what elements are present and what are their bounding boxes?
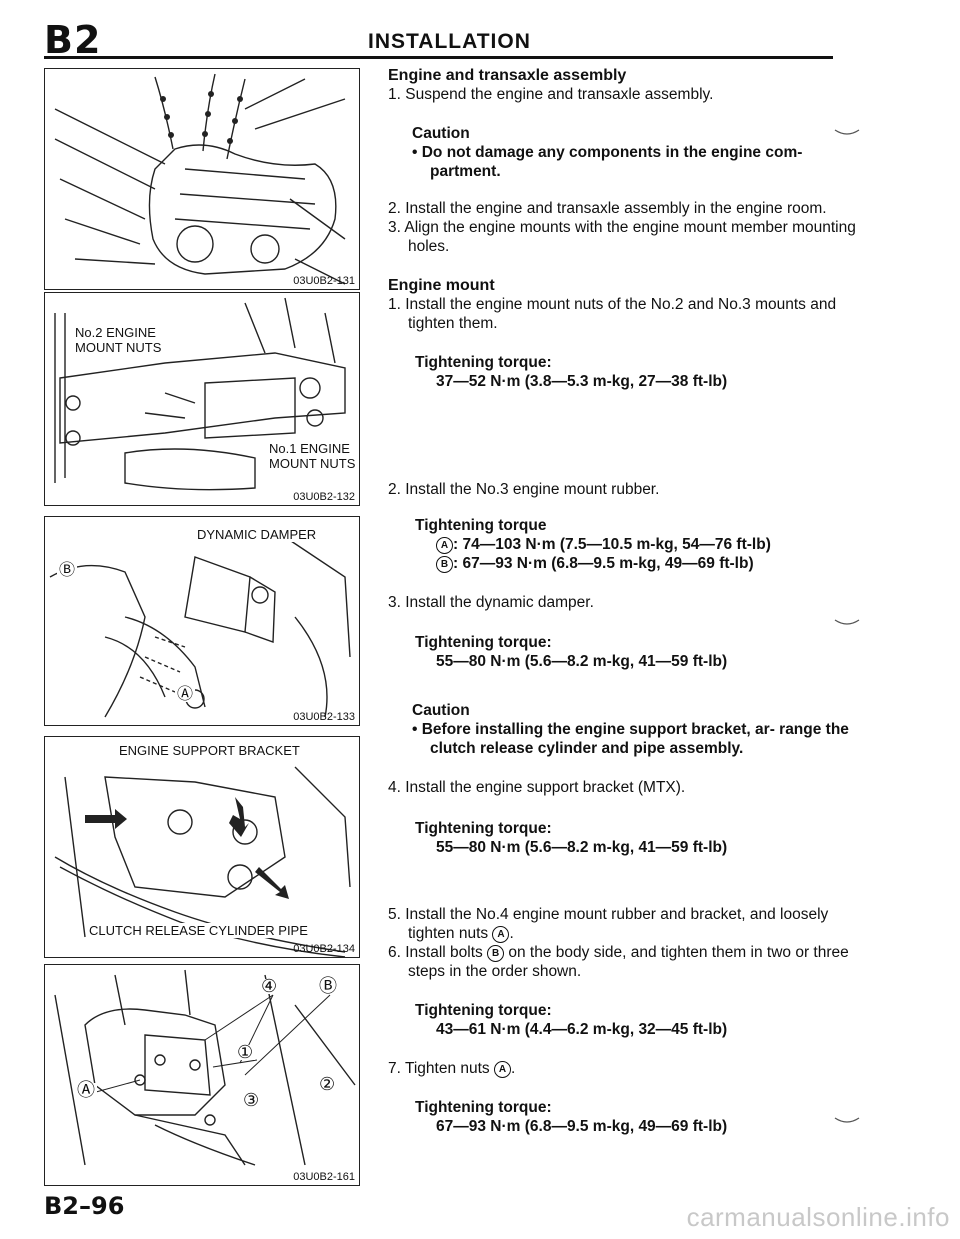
mark-a: A bbox=[436, 537, 453, 554]
step-7-tighten-nuts: 7. Tighten nuts A. bbox=[388, 1059, 856, 1078]
torque-heading: Tightening torque: bbox=[415, 354, 552, 371]
figure-engine-mount-nuts: No.2 ENGINE MOUNT NUTS No.1 ENGINE MOUNT… bbox=[44, 292, 360, 506]
heading-engine-transaxle: Engine and transaxle assembly bbox=[388, 67, 627, 84]
mark-a: A bbox=[492, 926, 510, 943]
step-6-end: on the body side, and tighten them in tw… bbox=[408, 944, 849, 980]
step-6-install-bolts: 6. Install bolts B on the body side, and… bbox=[388, 943, 856, 981]
figure-engine-support-bracket: ENGINE SUPPORT BRACKET CLUTCH RELEASE CY… bbox=[44, 736, 360, 958]
figure-code: 03U0B2-133 bbox=[293, 711, 355, 723]
mark-b: B bbox=[436, 556, 453, 573]
torque-value: 55—80 N·m (5.6—8.2 m-kg, 41—59 ft-lb) bbox=[436, 653, 728, 670]
callout-dynamic-damper: DYNAMIC DAMPER bbox=[195, 527, 319, 542]
support-bracket-illustration bbox=[54, 766, 351, 957]
torque-value: 37—52 N·m (3.8—5.3 m-kg, 27—38 ft-lb) bbox=[436, 373, 728, 390]
torque-heading: Tightening torque: bbox=[415, 1002, 552, 1019]
callout-1: ① bbox=[235, 1042, 256, 1062]
heading-engine-mount: Engine mount bbox=[388, 277, 495, 294]
tightening-order-illustration bbox=[54, 969, 356, 1166]
step-1-suspend: 1. Suspend the engine and transaxle asse… bbox=[388, 86, 714, 103]
engine-mount-illustration bbox=[54, 297, 346, 491]
caution-heading: Caution bbox=[412, 125, 470, 142]
caution-body: Do not damage any components in the engi… bbox=[421, 144, 803, 180]
header-rule bbox=[44, 56, 833, 59]
callout-no2-engine-mount-nuts: No.2 ENGINE MOUNT NUTS bbox=[73, 325, 181, 355]
step-2-mount-rubber: 2. Install the No.3 engine mount rubber. bbox=[388, 481, 660, 498]
callout-engine-support-bracket: ENGINE SUPPORT BRACKET bbox=[117, 743, 302, 758]
step-5-text: 5. Install the No.4 engine mount rubber … bbox=[388, 906, 829, 942]
torque-a-text: : 74—103 N·m (7.5—10.5 m-kg, 54—76 ft-lb… bbox=[453, 536, 771, 553]
step-3-align-mounts: 3. Align the engine mounts with the engi… bbox=[388, 219, 856, 255]
dynamic-damper-illustration bbox=[49, 536, 351, 718]
torque-value-a: A: 74—103 N·m (7.5—10.5 m-kg, 54—76 ft-l… bbox=[436, 535, 856, 554]
callout-a: Ⓐ bbox=[75, 1080, 97, 1100]
caution-body: Before installing the engine support bra… bbox=[421, 721, 849, 757]
torque-value: 67—93 N·m (6.8—9.5 m-kg, 49—69 ft-lb) bbox=[436, 1118, 728, 1135]
torque-heading: Tightening torque bbox=[415, 517, 547, 534]
step-5-no4-mount: 5. Install the No.4 engine mount rubber … bbox=[388, 905, 856, 943]
callout-3: ③ bbox=[241, 1090, 262, 1110]
callout-no1-engine-mount-nuts: No.1 ENGINE MOUNT NUTS bbox=[267, 441, 359, 471]
callout-a: Ⓐ bbox=[175, 686, 196, 703]
mark-a: A bbox=[494, 1061, 511, 1078]
figure-code: 03U0B2-134 bbox=[293, 943, 355, 955]
step-5-end: . bbox=[509, 925, 514, 942]
watermark: carmanualsonline.info bbox=[686, 1202, 950, 1232]
caution-text: • Before installing the engine support b… bbox=[412, 721, 849, 757]
torque-b-text: : 67—93 N·m (6.8—9.5 m-kg, 49—69 ft-lb) bbox=[453, 555, 754, 572]
callout-b: Ⓑ bbox=[317, 976, 339, 996]
page-title: INSTALLATION bbox=[368, 30, 531, 53]
step-7-text: 7. Tighten nuts bbox=[388, 1060, 494, 1077]
figure-code: 03U0B2-131 bbox=[293, 275, 355, 287]
caution-text: • Do not damage any components in the en… bbox=[412, 144, 803, 180]
page-number: B2–96 bbox=[44, 1192, 125, 1220]
step-2-install-assembly: 2. Install the engine and transaxle asse… bbox=[388, 200, 827, 217]
callout-2: ② bbox=[317, 1074, 338, 1094]
torque-value: 55—80 N·m (5.6—8.2 m-kg, 41—59 ft-lb) bbox=[436, 839, 728, 856]
step-7-end: . bbox=[511, 1060, 516, 1077]
step-6-text: 6. Install bolts bbox=[388, 944, 488, 961]
figure-engine-hoist: 03U0B2-131 bbox=[44, 68, 360, 290]
mark-b: B bbox=[487, 945, 505, 962]
section-code: B2 bbox=[44, 18, 102, 62]
torque-heading: Tightening torque: bbox=[415, 1099, 552, 1116]
torque-heading: Tightening torque: bbox=[415, 634, 552, 651]
margin-tick-mark bbox=[834, 1117, 860, 1123]
margin-tick-mark bbox=[834, 129, 860, 135]
caution-heading: Caution bbox=[412, 702, 470, 719]
step-1-install-nuts: 1. Install the engine mount nuts of the … bbox=[388, 296, 837, 332]
torque-value: 43—61 N·m (4.4—6.2 m-kg, 32—45 ft-lb) bbox=[436, 1021, 728, 1038]
callout-4: ④ bbox=[259, 976, 280, 996]
step-3-dynamic-damper: 3. Install the dynamic damper. bbox=[388, 594, 594, 611]
torque-value-b: B: 67—93 N·m (6.8—9.5 m-kg, 49—69 ft-lb) bbox=[436, 554, 856, 573]
step-4-support-bracket: 4. Install the engine support bracket (M… bbox=[388, 779, 686, 796]
callout-b: Ⓑ bbox=[57, 562, 78, 579]
torque-heading: Tightening torque: bbox=[415, 820, 552, 837]
figure-no4-mount-tightening-order: ④ Ⓑ ① Ⓐ ③ ② 03U0B2-161 bbox=[44, 964, 360, 1186]
figure-dynamic-damper: DYNAMIC DAMPER Ⓑ Ⓐ 03U0B2-133 bbox=[44, 516, 360, 726]
procedure-text: Engine and transaxle assembly 1. Suspend… bbox=[388, 66, 856, 1136]
callout-clutch-release-cylinder-pipe: CLUTCH RELEASE CYLINDER PIPE bbox=[87, 923, 310, 938]
figure-code: 03U0B2-132 bbox=[293, 491, 355, 503]
margin-tick-mark bbox=[834, 619, 860, 625]
figure-code: 03U0B2-161 bbox=[293, 1171, 355, 1183]
engine-hoist-illustration bbox=[54, 73, 346, 285]
